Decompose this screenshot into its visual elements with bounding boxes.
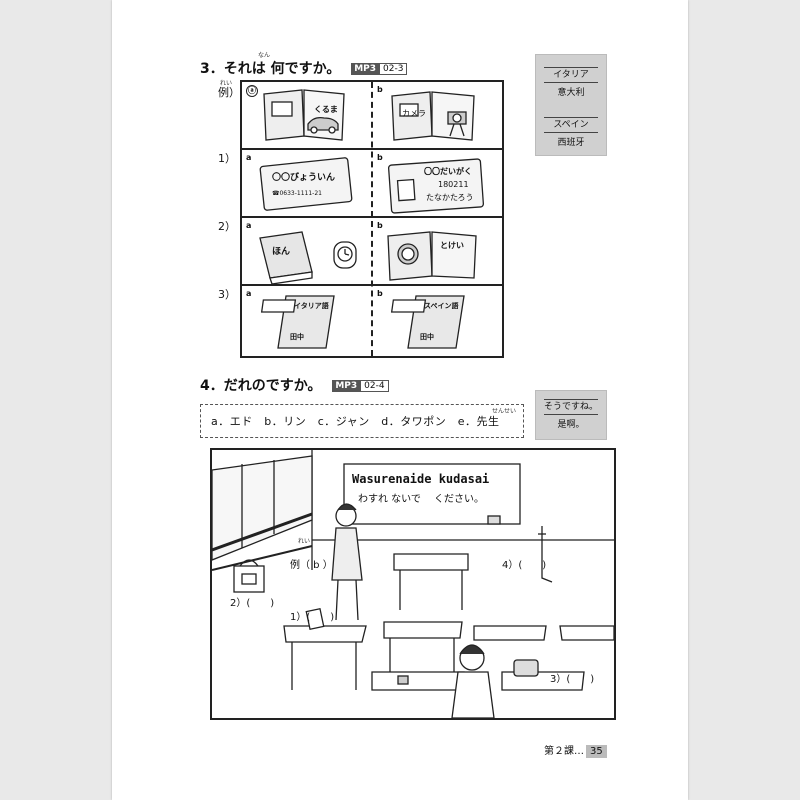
camera-text: カメラ (402, 109, 426, 118)
example-ruby: れい (220, 80, 233, 87)
student-figure (451, 644, 495, 718)
row-label-2: 2） (218, 220, 236, 233)
spanish-book-owner: 田中 (420, 333, 434, 341)
umbrella-drawing (538, 526, 553, 583)
student-name-text: たなかたろう (426, 193, 474, 202)
vocab-jp-italy: イタリア (544, 67, 598, 83)
hospital-card-illustration (259, 157, 353, 211)
clock-magazine-text: とけい (440, 241, 464, 250)
blank-2: 2）( ) (230, 598, 275, 609)
vocab-jp-spain: スペイン (544, 117, 598, 133)
teacher-desk-drawing (393, 553, 469, 610)
mp3-badge-2: MP3 (332, 380, 361, 392)
page-number: 35 (586, 745, 607, 758)
student-desks-drawing (283, 607, 614, 691)
classroom-drawing (212, 450, 614, 718)
hospital-name-text: 〇〇びょういん (272, 173, 336, 183)
cell-marker-example-b: b (377, 85, 383, 94)
blackboard-romaji: Wasurenaide kudasai (352, 472, 490, 486)
blackboard-kana: わすれ ないで ください。 (358, 494, 485, 505)
spanish-textbook-illustration (390, 295, 465, 349)
blackboard-drawing (343, 463, 521, 525)
blank-3: 3）( ) (550, 674, 595, 685)
classroom-illustration: Wasurenaide kudasai わすれ ないで ください。 れい 例（ … (210, 448, 616, 720)
mp3-badge: MP3 (351, 63, 380, 75)
car-text: くるま (314, 105, 338, 114)
book-clock-illustration (259, 231, 357, 285)
ruby-nan: なん (258, 52, 271, 59)
track-number-2: 02-4 (360, 380, 389, 392)
vocab-cn-shia: 是啊。 (557, 420, 585, 430)
page-footer: 第２課…35 (544, 742, 607, 758)
vocab-cn-italy: 意大利 (557, 88, 585, 98)
example-label: 例） (218, 86, 240, 99)
car-magazine-illustration (263, 89, 345, 141)
vocab-cn-spain: 西班牙 (557, 138, 585, 148)
grid-illustrations (259, 89, 485, 349)
vocab-jp-soudesune: そうですね。 (544, 399, 598, 415)
italian-book-owner: 田中 (290, 333, 304, 341)
row-label-1: 1） (218, 152, 236, 165)
lesson-label: 第２課… (544, 746, 584, 757)
classroom-example-ruby: れい (298, 538, 311, 545)
blank-1: 1）( ) (290, 612, 335, 623)
italian-book-title: イタリア語 (294, 302, 329, 310)
cell-marker-1b: b (377, 153, 383, 162)
italian-textbook-illustration (260, 295, 335, 349)
row-label-3: 3） (218, 288, 236, 301)
university-name-text: 〇〇だいがく (424, 167, 472, 176)
picture-grid: ⓐ b a b a b a b (240, 80, 504, 358)
window-drawing (212, 455, 313, 561)
cell-marker-2b: b (377, 221, 383, 230)
answer-choices: a．エド b．リン c．ジャン d．タワポン e．先生 (200, 404, 524, 438)
vocab-box-countries: イタリア 意大利 スペイン 西班牙 (535, 54, 607, 156)
track-number: 02-3 (379, 63, 408, 75)
teacher-figure (331, 503, 363, 621)
book-title-text: ほん (272, 247, 291, 257)
bag-drawing (233, 559, 265, 593)
cell-marker-example-a: ⓐ (246, 85, 258, 97)
cell-marker-1a: a (246, 153, 252, 162)
classroom-example-label: 例（ b ） (290, 560, 333, 571)
choices-ruby-sensei: せんせい (492, 408, 517, 415)
cell-marker-3b: b (377, 289, 383, 298)
section4-title-text: 4．だれのですか。 (200, 378, 322, 394)
clock-magazine-illustration (387, 231, 477, 281)
cell-marker-3a: a (246, 289, 252, 298)
section3-title-text: 3．それは 何ですか。 (200, 61, 341, 77)
camera-magazine-illustration (391, 91, 475, 141)
hospital-phone-text: ☎0633-1111-21 (272, 190, 322, 197)
spanish-book-title: スペイン語 (424, 302, 459, 310)
blank-4: 4）( ) (502, 560, 547, 571)
cell-marker-2a: a (246, 221, 252, 230)
student-id-text: 180211 (438, 180, 469, 189)
vocab-box-phrase: そうですね。 是啊。 (535, 390, 607, 440)
